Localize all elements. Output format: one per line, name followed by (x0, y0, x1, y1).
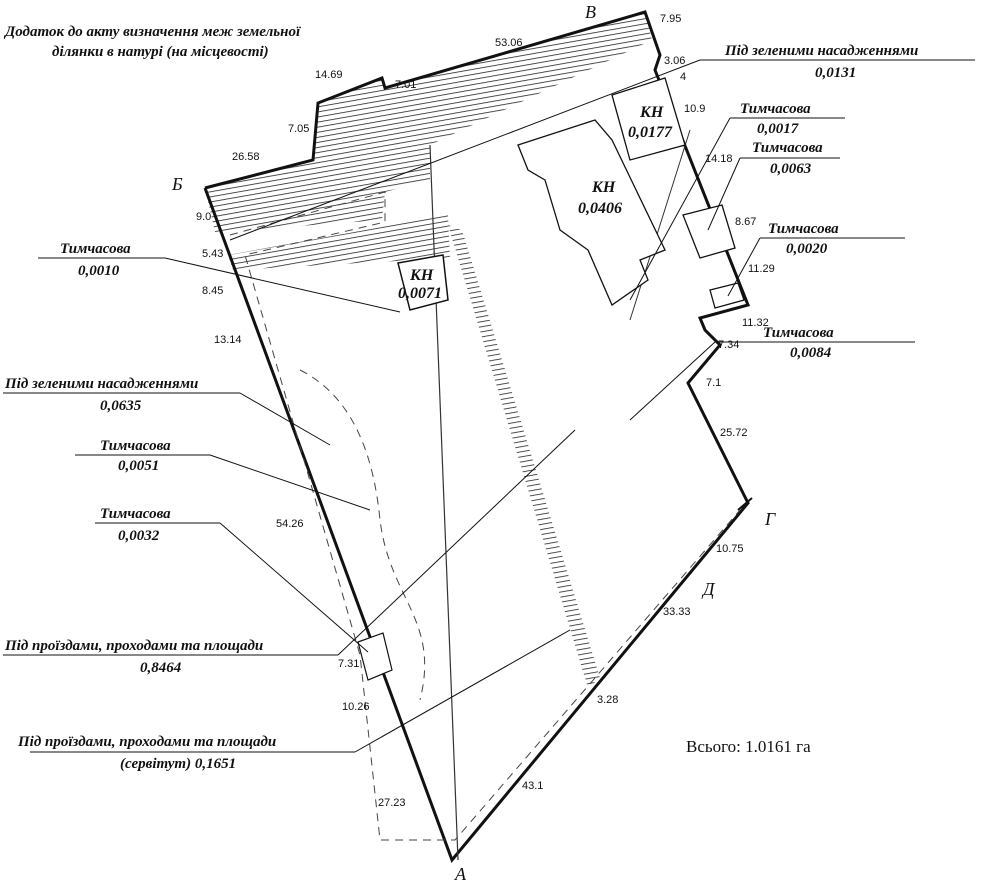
kn-1-value: 0,0177 (628, 124, 673, 141)
area-temp1-value: 0,0017 (757, 121, 799, 137)
dim-23: 7.31 (338, 658, 359, 670)
point-a: А (454, 864, 467, 884)
building-kn-0406 (517, 119, 666, 306)
dim-18: 33.33 (663, 606, 691, 618)
inner-line-2 (629, 129, 691, 321)
green-strip-top (205, 12, 652, 232)
point-d: Д (701, 579, 716, 599)
dim-16: 25.72 (720, 427, 748, 439)
dim-19: 3.28 (597, 694, 618, 706)
dim-24: 54.26 (276, 518, 304, 530)
dim-6: 7.95 (660, 13, 681, 25)
area-temp-left1-label: Тимчасова (60, 241, 131, 257)
dim-3: 14.69 (315, 69, 343, 81)
dim-1: 26.58 (232, 151, 260, 163)
dim-5: 53.06 (495, 37, 523, 49)
area-roads-label: Під проїздами, проходами та площади (4, 638, 263, 654)
dim-4: 7.01 (395, 79, 416, 91)
point-v: В (585, 2, 596, 22)
dim-13: 11.32 (742, 317, 769, 329)
dim-17: 10.75 (716, 543, 744, 555)
kn-2-value: 0,0406 (578, 200, 622, 217)
area-temp2-value: 0,0063 (770, 161, 812, 177)
area-temp2-label: Тимчасова (752, 140, 823, 156)
building-kn-0177 (611, 77, 686, 161)
dim-22: 10.26 (342, 701, 370, 713)
dim-8: 4 (680, 71, 686, 83)
area-temp-left1-value: 0,0010 (78, 263, 120, 279)
dim-10: 14.18 (705, 153, 733, 165)
dim-15: 7.1 (706, 377, 721, 389)
dim-2: 7.05 (288, 123, 309, 135)
area-temp-left3-value: 0,0032 (118, 528, 160, 544)
dim-25: 13.14 (214, 334, 242, 346)
title-line-2: ділянки в натурі (на місцевості) (52, 44, 269, 60)
building-temp-0063 (682, 204, 736, 259)
green-strip-vertical (448, 225, 600, 688)
dim-11: 8.67 (735, 216, 756, 228)
area-temp-left2-value: 0,0051 (118, 458, 159, 474)
area-roads-value: 0,8464 (140, 660, 182, 676)
dim-26: 8.45 (202, 285, 223, 297)
area-green-left-label: Під зеленими насадженнями (4, 376, 198, 392)
area-temp3-value: 0,0020 (786, 241, 828, 257)
building-temp-0032 (357, 632, 393, 681)
kn-1-name: КН (639, 104, 664, 121)
area-temp4-label: Тимчасова (763, 325, 834, 341)
area-green-top-label: Під зеленими насадженнями (724, 43, 918, 59)
area-servitude-label: Під проїздами, проходами та площади (17, 734, 276, 750)
dim-27: 5.43 (202, 248, 223, 260)
area-temp1-label: Тимчасова (740, 101, 811, 117)
total-area: Всього: 1.0161 га (686, 737, 811, 756)
building-kn-0071 (397, 254, 449, 311)
inner-dashed (229, 191, 741, 841)
point-b: Б (171, 174, 183, 194)
area-temp3-label: Тимчасова (768, 221, 839, 237)
kn-3-value: 0,0071 (398, 285, 442, 302)
dim-14: 7.34 (718, 339, 739, 351)
dim-7: 3.06 (664, 55, 685, 67)
inner-dashed-curve (299, 369, 426, 701)
dim-12: 11.29 (748, 263, 775, 275)
kn-3-name: КН (409, 267, 434, 284)
area-servitude-value: (сервітут) 0,1651 (120, 756, 236, 772)
point-g: Г (764, 509, 776, 529)
dim-21: 27.23 (378, 797, 406, 809)
dim-20: 43.1 (522, 780, 543, 792)
boundary-edge-g (737, 497, 753, 511)
area-green-left-value: 0,0635 (100, 398, 142, 414)
dim-28: 9.0 (196, 211, 211, 223)
title-line-1: Додаток до акту визначення меж земельної (3, 24, 301, 40)
area-temp-left3-label: Тимчасова (100, 506, 171, 522)
plot-boundary (203, 10, 751, 863)
green-strip-left (228, 215, 450, 270)
kn-2-name: КН (591, 179, 616, 196)
dim-9: 10.9 (684, 103, 705, 115)
leader-lines (3, 59, 975, 753)
area-temp4-value: 0,0084 (790, 345, 832, 361)
area-temp-left2-label: Тимчасова (100, 438, 171, 454)
building-temp-0020 (709, 282, 745, 309)
area-green-top-value: 0,0131 (815, 65, 856, 81)
